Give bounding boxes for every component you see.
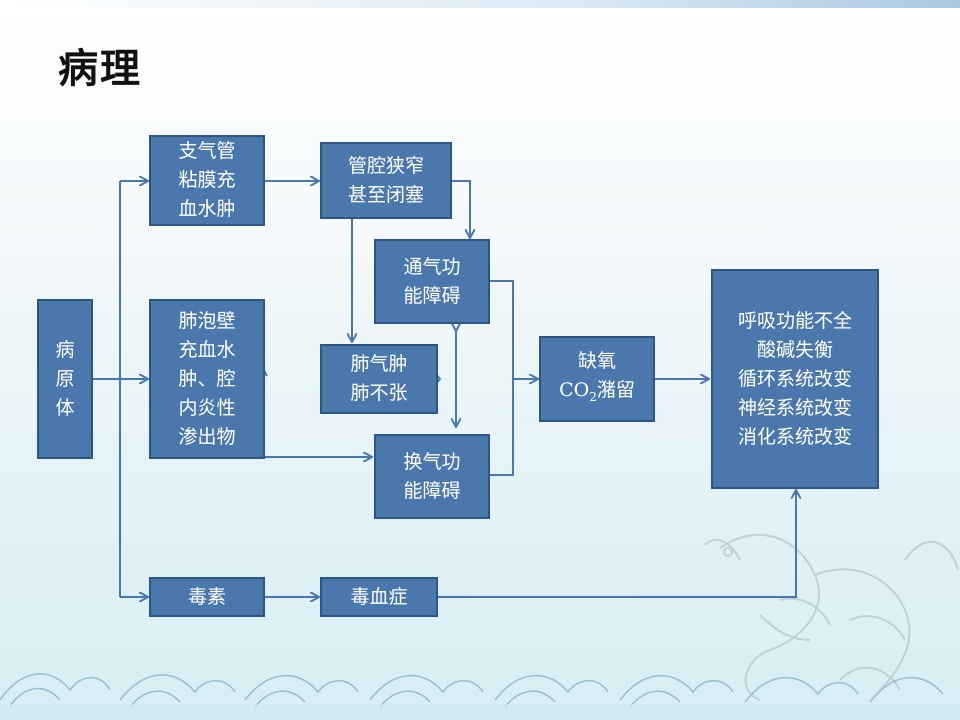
node-alveolar-line-4: 内炎性	[178, 396, 236, 419]
edge-toxemia-to-systemic	[436, 491, 796, 598]
node-emphysema-line-2: 肺不张	[350, 382, 408, 404]
co2-subscript: 2	[589, 389, 597, 404]
node-ventilation-line-2: 能障碍	[403, 284, 461, 307]
node-gasexchange-line-1: 换气功	[403, 450, 461, 473]
node-alveolar-line-2: 充血水	[178, 338, 236, 361]
node-lumen-narrowing: 管腔狭窄 甚至闭塞	[320, 142, 452, 219]
node-systemic-line-3: 循环系统改变	[737, 367, 852, 390]
node-hypoxia-co2-retention: 缺氧 CO2潴留	[539, 336, 655, 422]
node-alveolar-line-5: 渗出物	[178, 425, 236, 448]
node-hypoxia-line-1: 缺氧	[577, 349, 616, 372]
edge-lumen-to-ventilation	[451, 180, 470, 237]
node-toxemia-label: 毒血症	[350, 585, 408, 608]
node-lumen-line-2: 甚至闭塞	[347, 183, 424, 206]
node-alveolar-line-3: 肿、腔	[178, 367, 236, 390]
node-toxemia: 毒血症	[320, 577, 438, 617]
node-alveolar-wall-exudate: 肺泡壁 充血水 肿、腔 内炎性 渗出物	[149, 299, 265, 459]
co2-suffix: 潴留	[596, 378, 635, 401]
node-ventilation-line-1: 通气功	[403, 255, 461, 278]
node-pathogen-line-1: 病	[55, 338, 75, 361]
node-systemic-line-4: 神经系统改变	[737, 396, 852, 419]
node-systemic-line-1: 呼吸功能不全	[737, 309, 852, 332]
slide-title: 病理	[58, 46, 142, 92]
node-hypoxia-line-2: CO2潴留	[559, 376, 635, 412]
node-toxin: 毒素	[149, 577, 265, 617]
node-pathogen-line-3: 体	[55, 396, 75, 419]
node-alveolar-line-1: 肺泡壁	[178, 309, 236, 332]
node-gas-exchange-dysfunction: 换气功 能障碍	[374, 434, 490, 519]
node-bronchial-line-2: 粘膜充	[178, 169, 236, 191]
node-pathogen-line-2: 原	[55, 367, 75, 390]
node-lumen-line-1: 管腔狭窄	[347, 154, 424, 177]
node-gasexchange-line-2: 能障碍	[403, 479, 461, 502]
node-bronchial-mucosa-edema: 支气管 粘膜充 血水肿	[149, 135, 265, 226]
node-toxin-label: 毒素	[187, 585, 226, 608]
edge-ventilation-merge	[488, 280, 514, 476]
node-bronchial-line-3: 血水肿	[178, 198, 236, 220]
node-ventilation-dysfunction: 通气功 能障碍	[374, 239, 490, 324]
top-accent-bar	[0, 0, 960, 8]
node-systemic-line-5: 消化系统改变	[737, 425, 852, 448]
node-emphysema-atelectasis: 肺气肿 肺不张	[320, 344, 438, 414]
co2-prefix: CO	[559, 378, 590, 401]
node-emphysema-line-1: 肺气肿	[350, 353, 408, 375]
node-systemic-effects: 呼吸功能不全 酸碱失衡 循环系统改变 神经系统改变 消化系统改变	[711, 269, 879, 489]
node-bronchial-line-1: 支气管	[178, 140, 236, 162]
node-systemic-line-2: 酸碱失衡	[756, 338, 833, 361]
node-pathogen: 病 原 体	[37, 299, 93, 459]
